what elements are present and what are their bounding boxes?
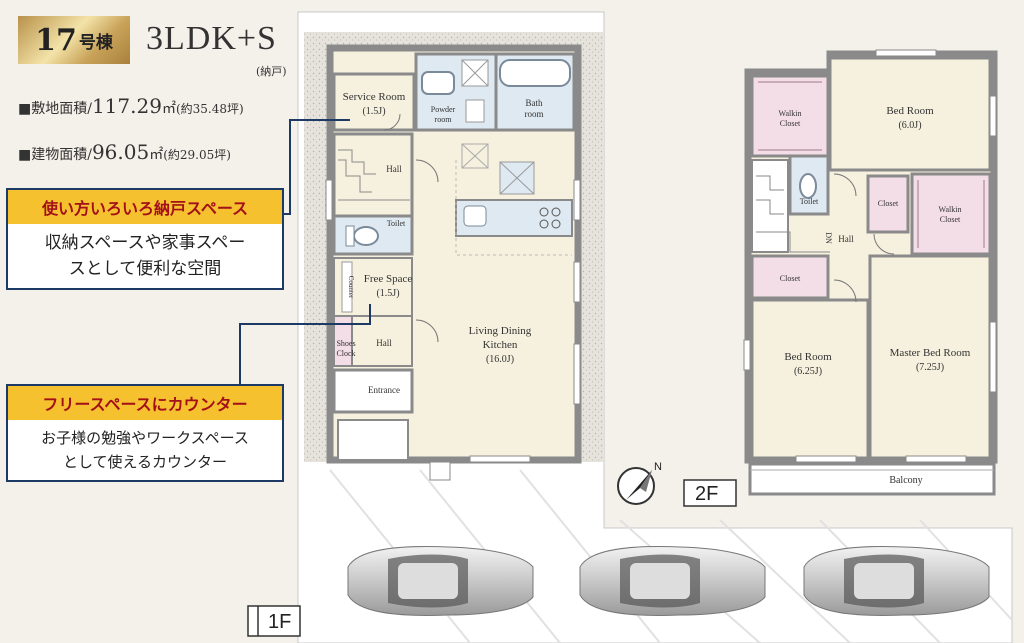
free-space-label: Free Space (364, 273, 413, 285)
toilet-label: Toilet (387, 219, 406, 228)
shoes-closet-label: Shoes (336, 339, 355, 348)
car-icon (803, 546, 990, 616)
car-icon (347, 546, 534, 616)
compass-label: N (654, 461, 662, 473)
plan-type: 3LDK+S (146, 20, 277, 57)
site-area-value: 117.29 (91, 94, 162, 118)
compass-icon: N (617, 461, 662, 505)
ldk-label: Living Dining (469, 325, 532, 337)
building-area-label: ■建物面積/ (18, 147, 92, 163)
shoes-closet-label-2: Clock (336, 349, 355, 358)
callout-2-title: フリースペースにカウンター (8, 386, 282, 420)
site-area: ■敷地面積/117.29㎡(約35.48坪) (18, 94, 244, 118)
building-area: ■建物面積/96.05㎡(約29.05坪) (18, 140, 231, 164)
building-area-unit: ㎡ (149, 147, 164, 163)
service-room-size: (1.5J) (362, 106, 385, 117)
site-area-tsubo: (約35.48坪) (175, 102, 244, 116)
car-icon (579, 546, 766, 616)
floor2-tag-box (683, 479, 737, 507)
callout-free-space: フリースペースにカウンター お子様の勉強やワークスペース として使えるカウンター (6, 384, 284, 482)
master-bed-room-label: Master Bed Room (890, 347, 971, 359)
bath-room-label: Bath (526, 98, 543, 108)
balcony-label: Balcony (889, 475, 922, 486)
hall-upper-label: Hall (386, 164, 402, 174)
building-area-value: 96.05 (91, 140, 150, 164)
walkin-closet-2-label: Walkin (939, 205, 962, 214)
callout-1-line2: スとして便利な空間 (68, 259, 222, 279)
site-area-unit: ㎡ (161, 101, 176, 117)
floor1-tag: 1F (268, 611, 291, 633)
floor2-tag: 2F (695, 483, 718, 505)
floor1-tag-box (247, 605, 301, 637)
hall-2f-label: Hall (838, 234, 854, 244)
bed-room-2-label: Bed Room (784, 351, 832, 363)
building-suffix: 号棟 (78, 32, 113, 53)
service-room-label: Service Room (343, 91, 406, 103)
walkin-closet-1-label-2: Closet (780, 119, 801, 128)
hall-lower-label: Hall (376, 338, 392, 348)
powder-room-label-2: room (435, 115, 453, 124)
powder-room-label: Powder (431, 105, 456, 114)
toilet-2f-label: Toilet (800, 197, 819, 206)
floor2-plan (743, 49, 998, 496)
building-number: 17 (35, 22, 77, 58)
bed-room-2-size: (6.25J) (794, 366, 822, 377)
callout-2-line2: として使えるカウンター (62, 453, 228, 471)
ldk-size: (16.0J) (486, 354, 514, 365)
walkin-closet-2-label-2: Closet (940, 215, 961, 224)
plan-type-note: (納戸) (256, 65, 287, 78)
closet-1-label: Closet (878, 199, 899, 208)
floor1-room-labels: Service Room (1.5J) Powder room Bath roo… (336, 91, 543, 395)
bed-room-1-label: Bed Room (886, 105, 934, 117)
floor1-plan (325, 44, 582, 481)
callout-service-room: 使い方いろいろ納戸スペース 収納スペースや家事スペー スとして便利な空間 (6, 188, 284, 290)
building-area-tsubo: (約29.05坪) (163, 148, 231, 162)
bath-room-label-2: room (525, 109, 544, 119)
dn-label: DN (824, 232, 833, 244)
closet-2-label: Closet (780, 274, 801, 283)
site-area-label: ■敷地面積/ (18, 101, 92, 117)
callout-2-line1: お子様の勉強やワークスペース (41, 429, 249, 447)
callout-1-line1: 収納スペースや家事スペー (44, 233, 246, 253)
entrance-label: Entrance (368, 385, 400, 395)
counter-label: Counter (347, 276, 355, 299)
bed-room-1-size: (6.0J) (898, 120, 921, 131)
ldk-label-2: Kitchen (483, 339, 518, 351)
free-space-size: (1.5J) (376, 288, 399, 299)
building-number-badge: 17 号棟 (18, 16, 130, 64)
callout-2-connector (239, 304, 371, 384)
walkin-closet-1-label: Walkin (779, 109, 802, 118)
callout-1-title: 使い方いろいろ納戸スペース (8, 190, 282, 224)
floor2-room-labels: Walkin Closet Bed Room (6.0J) Toilet DN … (779, 105, 971, 486)
master-bed-room-size: (7.25J) (916, 362, 944, 373)
